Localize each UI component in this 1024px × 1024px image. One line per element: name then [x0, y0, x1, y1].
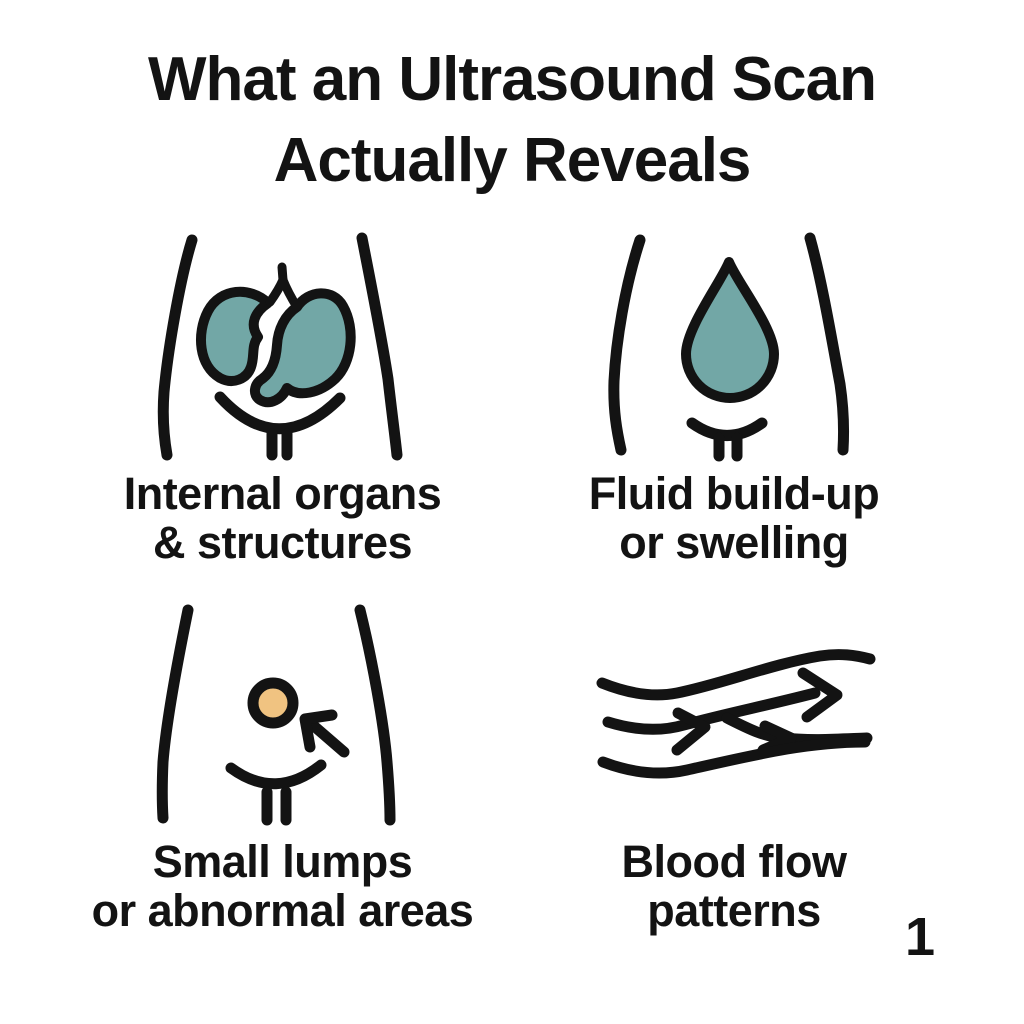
- torso-right-side-line: [354, 604, 396, 826]
- flow-arrowhead-middle: [671, 707, 711, 756]
- page-title: What an Ultrasound Scan Actually Reveals: [0, 40, 1024, 201]
- flow-arrowhead-end: [797, 667, 843, 723]
- flow-line-top: [596, 649, 876, 701]
- torso-right-side-line: [356, 232, 403, 461]
- stomach-shape: [250, 288, 356, 408]
- arrow-head: [299, 709, 338, 753]
- torso-internal-organs-icon: [128, 224, 432, 468]
- torso-left-side-line: [157, 234, 198, 461]
- torso-left-side-line: [156, 604, 194, 824]
- torso-right-side-line: [804, 232, 850, 456]
- page-number: 1: [904, 907, 936, 967]
- label-small-lumps: Small lumps or abnormal areas: [30, 836, 535, 936]
- arrow-shaft: [301, 714, 350, 758]
- flow-line-bottom: [597, 736, 871, 779]
- esophagus-branch-right: [278, 275, 302, 312]
- flow-line-crossing: [721, 712, 873, 746]
- torso-fluid-droplet-icon: [580, 224, 884, 468]
- label-line: Internal organs: [123, 468, 442, 519]
- pelvis-curve: [225, 759, 327, 790]
- page-title-line1: What an Ultrasound Scan: [148, 45, 877, 114]
- flow-arrowhead-crossing: [757, 720, 797, 756]
- label-line: Fluid build-up: [588, 468, 880, 519]
- lump-circle: [247, 677, 299, 729]
- label-blood-flow: Blood flow patterns: [530, 836, 938, 936]
- label-line: patterns: [647, 884, 821, 936]
- label-line: or swelling: [619, 516, 849, 568]
- torso-lump-arrow-icon: [128, 594, 432, 838]
- fluid-droplet-shape: [681, 257, 779, 403]
- blood-flow-lines-icon: [572, 618, 896, 822]
- label-internal-organs: Internal organs & structures: [30, 468, 535, 568]
- label-line: & structures: [152, 516, 413, 568]
- torso-left-side-line: [608, 234, 646, 456]
- pelvis-curve: [214, 391, 346, 435]
- page-title-line2: Actually Reveals: [273, 125, 752, 195]
- label-line: or abnormal areas: [91, 884, 474, 936]
- label-line: Blood flow: [621, 836, 847, 887]
- label-fluid-buildup: Fluid build-up or swelling: [530, 468, 938, 568]
- pelvis-curve: [686, 417, 768, 441]
- liver-shape: [195, 286, 273, 386]
- label-line: Small lumps: [152, 836, 413, 887]
